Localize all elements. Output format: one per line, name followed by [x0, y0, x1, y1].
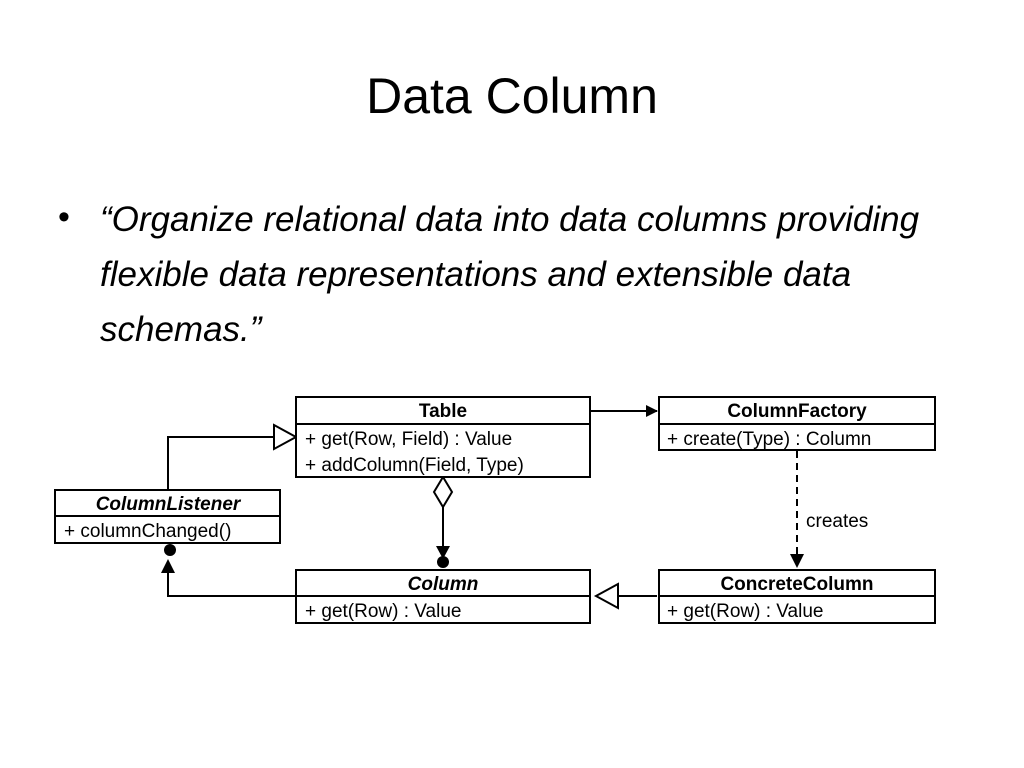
hollow-triangle-icon — [273, 423, 299, 451]
column-listener-association — [161, 544, 295, 597]
class-method: + addColumn(Field, Type) — [305, 455, 524, 476]
class-name: Table — [419, 401, 467, 422]
class-name: ConcreteColumn — [720, 574, 873, 595]
slide-title: Data Column — [366, 68, 658, 124]
class-box — [295, 396, 591, 478]
generalization-line — [167, 436, 274, 490]
table-column-aggregation — [432, 475, 454, 568]
arrowhead-icon — [790, 554, 804, 568]
class-column: Column + get(Row) : Value — [295, 569, 591, 624]
arrowhead-icon — [161, 559, 175, 573]
quote-text: “Organize relational data into data colu… — [100, 200, 920, 349]
hollow-diamond-icon — [432, 475, 454, 509]
filled-dot-icon — [437, 556, 449, 568]
class-column-factory: ColumnFactory + create(Type) : Column — [658, 396, 936, 451]
class-name: ColumnFactory — [727, 401, 867, 422]
class-method: + get(Row, Field) : Value — [305, 429, 512, 450]
concrete-column-generalization — [593, 582, 657, 610]
arrowhead-icon — [436, 546, 450, 559]
class-name: ColumnListener — [96, 494, 242, 515]
class-method: + get(Row) : Value — [305, 601, 461, 622]
class-method: + get(Row) : Value — [667, 601, 823, 622]
class-column-listener: ColumnListener + columnChanged() — [54, 489, 281, 544]
class-name: Column — [408, 574, 479, 595]
factory-creates-dependency: creates — [790, 451, 868, 568]
listener-table-generalization — [167, 423, 299, 490]
hollow-triangle-icon — [593, 582, 619, 610]
bullet-icon: • — [58, 198, 70, 236]
class-concrete-column: ConcreteColumn + get(Row) : Value — [658, 569, 936, 624]
creates-label: creates — [806, 511, 868, 532]
class-method: + create(Type) : Column — [667, 429, 871, 450]
class-table: Table + get(Row, Field) : Value + addCol… — [295, 396, 591, 478]
class-method: + columnChanged() — [64, 521, 231, 542]
filled-dot-icon — [164, 544, 176, 556]
association-line — [167, 571, 295, 597]
